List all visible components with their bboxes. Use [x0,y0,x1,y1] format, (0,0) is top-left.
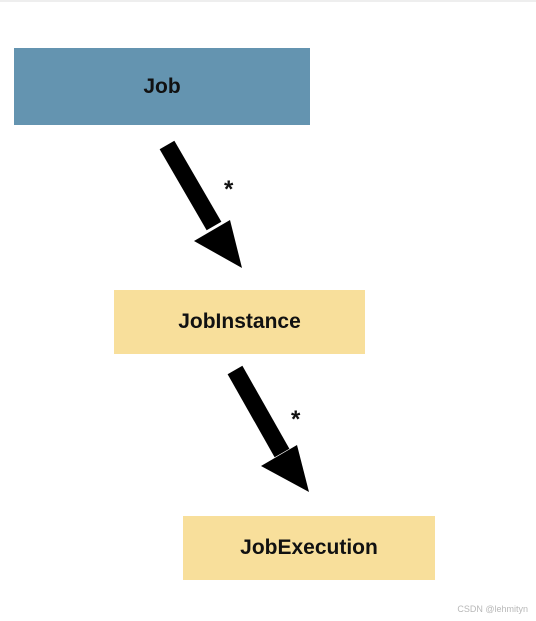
job-instance-label: JobInstance [178,310,301,333]
multiplicity-label: * [291,406,301,433]
job-label: Job [143,74,181,98]
arrow-instance-to-execution [227,365,309,492]
top-divider [0,0,536,2]
multiplicity-label: * [224,176,234,203]
job-execution-node: JobExecution [183,516,435,580]
job-node: Job [14,48,310,125]
arrow-shaft [159,140,222,231]
arrow-shaft [227,365,290,458]
arrow-head [194,220,242,268]
arrow-head [261,445,309,492]
watermark-text: CSDN @lehmityn [457,604,528,614]
job-execution-label: JobExecution [240,536,378,559]
job-instance-node: JobInstance [114,290,365,354]
arrow-job-to-instance [159,140,242,268]
